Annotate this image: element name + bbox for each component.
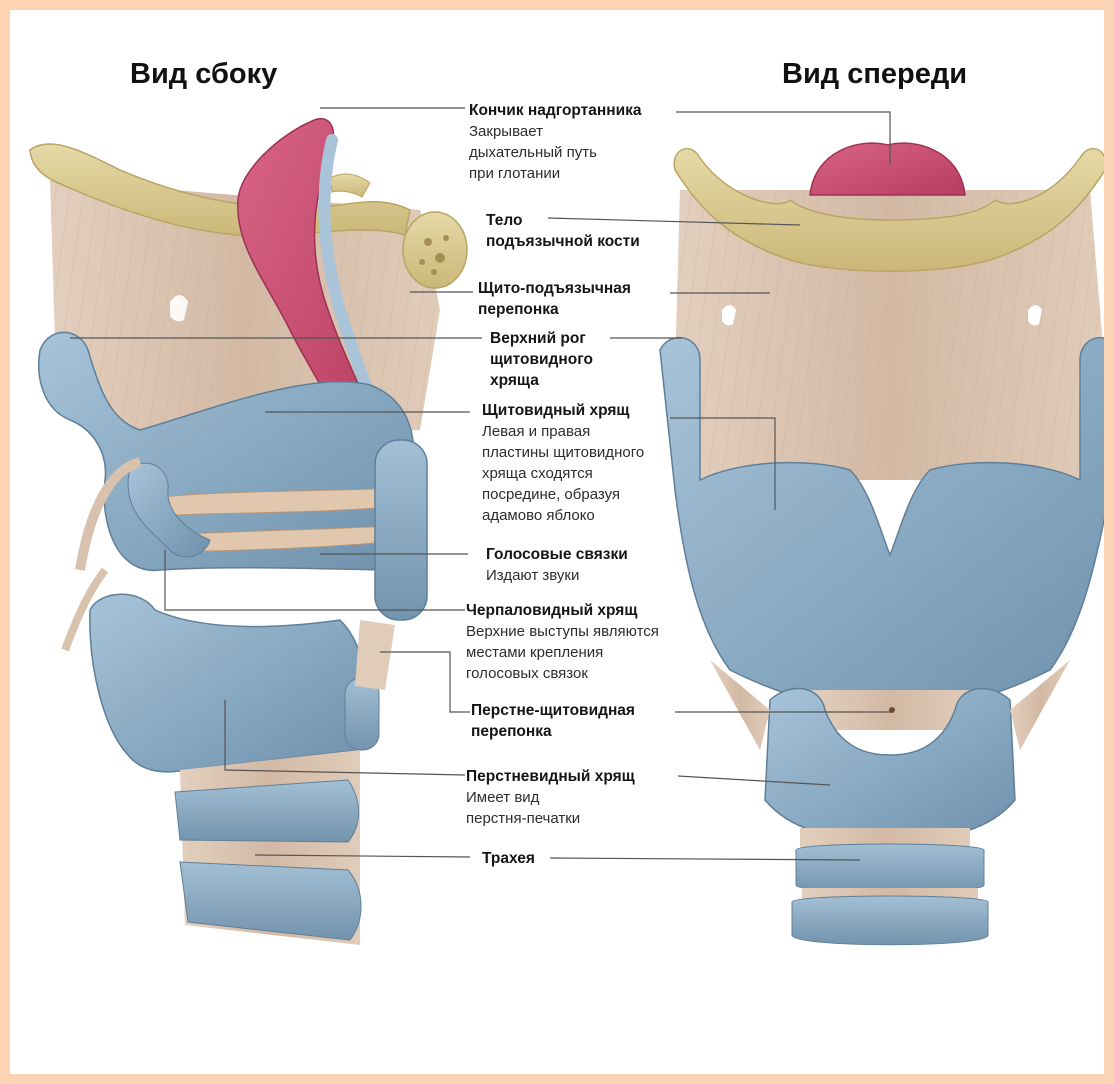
label-hyoid-body-title-2: подъязычной кости <box>486 231 640 252</box>
label-epiglottis-tip: Кончик надгортанника Закрывает дыхательн… <box>469 100 642 184</box>
label-thyrohyoid-membrane-title-2: перепонка <box>478 299 631 320</box>
side-view-title: Вид сбоку <box>130 58 277 91</box>
label-cricothyroid-membrane-title-2: перепонка <box>471 721 635 742</box>
label-superior-horn-title-1: Верхний рог <box>490 328 593 349</box>
side-view-drawing <box>30 119 467 945</box>
label-trachea-title: Трахея <box>482 848 535 869</box>
side-cricoid-cartilage <box>90 594 366 772</box>
label-thyroid-cartilage-desc-5: адамово яблоко <box>482 505 644 526</box>
label-thyroid-cartilage-desc-1: Левая и правая <box>482 421 644 442</box>
label-arytenoid-cartilage: Черпаловидный хрящ Верхние выступы являю… <box>466 600 659 684</box>
label-trachea: Трахея <box>482 848 535 869</box>
label-cricothyroid-membrane-title-1: Перстне-щитовидная <box>471 700 635 721</box>
label-superior-horn-title-3: хряща <box>490 370 593 391</box>
front-view-title: Вид спереди <box>782 58 967 91</box>
label-vocal-cords-desc: Издают звуки <box>486 565 628 586</box>
label-vocal-cords: Голосовые связки Издают звуки <box>486 544 628 586</box>
label-epiglottis-tip-desc-1: Закрывает <box>469 121 642 142</box>
label-thyroid-cartilage: Щитовидный хрящ Левая и правая пластины … <box>482 400 644 526</box>
label-epiglottis-tip-desc-3: при глотании <box>469 163 642 184</box>
label-cricoid-cartilage: Перстневидный хрящ Имеет вид перстня-печ… <box>466 766 635 829</box>
label-superior-horn-title-2: щитовидного <box>490 349 593 370</box>
label-arytenoid-cartilage-desc-1: Верхние выступы являются <box>466 621 659 642</box>
label-thyrohyoid-membrane: Щито-подъязычная перепонка <box>478 278 631 320</box>
front-view-drawing <box>660 143 1104 945</box>
front-trachea <box>796 844 984 893</box>
label-superior-horn: Верхний рог щитовидного хряща <box>490 328 593 391</box>
label-epiglottis-tip-desc-2: дыхательный путь <box>469 142 642 163</box>
label-epiglottis-tip-title: Кончик надгортанника <box>469 100 642 121</box>
label-vocal-cords-title: Голосовые связки <box>486 544 628 565</box>
label-cricoid-cartilage-desc-2: перстня-печатки <box>466 808 635 829</box>
label-arytenoid-cartilage-title: Черпаловидный хрящ <box>466 600 659 621</box>
label-thyrohyoid-membrane-title-1: Щито-подъязычная <box>478 278 631 299</box>
label-cricoid-cartilage-title: Перстневидный хрящ <box>466 766 635 787</box>
label-arytenoid-cartilage-desc-3: голосовых связок <box>466 663 659 684</box>
illustration-frame: Вид сбоку Вид спереди Кончик надгортанни… <box>10 10 1104 1074</box>
front-epiglottis <box>810 143 965 195</box>
label-thyroid-cartilage-desc-2: пластины щитовидного <box>482 442 644 463</box>
label-thyroid-cartilage-desc-4: посредине, образуя <box>482 484 644 505</box>
label-hyoid-body-title-1: Тело <box>486 210 640 231</box>
label-thyroid-cartilage-title: Щитовидный хрящ <box>482 400 644 421</box>
label-hyoid-body: Тело подъязычной кости <box>486 210 640 252</box>
label-cricothyroid-membrane: Перстне-щитовидная перепонка <box>471 700 635 742</box>
label-cricoid-cartilage-desc-1: Имеет вид <box>466 787 635 808</box>
label-arytenoid-cartilage-desc-2: местами крепления <box>466 642 659 663</box>
label-thyroid-cartilage-desc-3: хряща сходятся <box>482 463 644 484</box>
